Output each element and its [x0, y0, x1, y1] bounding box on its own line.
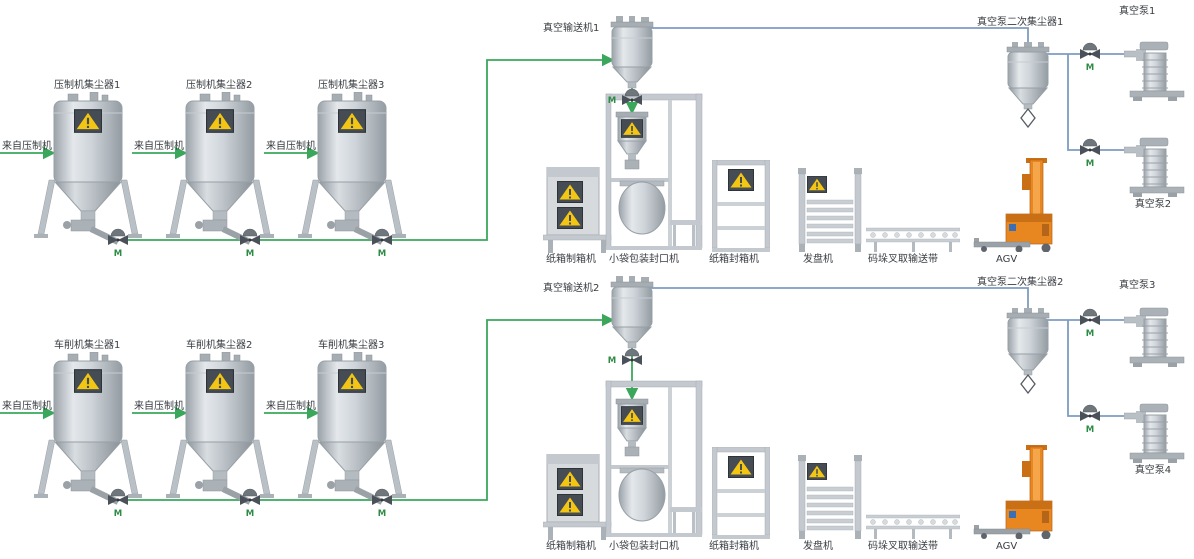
valve-motor-label: M [246, 249, 254, 259]
carton-sealer-label-top: 纸箱封箱机 [709, 252, 759, 265]
valve-motor-label: M [378, 509, 386, 519]
tray-dispenser-label-bottom: 发盘机 [803, 539, 833, 552]
vacuum-pump-1-label: 真空泵1 [1119, 4, 1155, 17]
vacuum-pipe-main-top [648, 27, 1029, 44]
bag-sealer-label-bottom: 小袋包装封口机 [609, 539, 679, 552]
agv-label-top: AGV [996, 254, 1017, 265]
source-label-1-top: 来自压制机 [2, 139, 52, 152]
secondary-collector-2-label: 真空泵二次集尘器2 [977, 275, 1063, 288]
vacuum-pump-3-label: 真空泵3 [1119, 278, 1155, 291]
valve-motor-label: M [114, 249, 122, 259]
source-label-3-bottom: 来自压制机 [266, 399, 316, 412]
vacuum-pump-4-label: 真空泵4 [1135, 463, 1171, 476]
carton-maker-label-top: 纸箱制箱机 [546, 252, 596, 265]
vacuum-pipe-pump2 [1067, 54, 1124, 151]
source-label-2-bottom: 来自压制机 [134, 399, 184, 412]
bag-sealer-label-top: 小袋包装封口机 [609, 252, 679, 265]
pallet-conveyor-label-top: 码垛叉取输送带 [868, 252, 938, 265]
pallet-conveyor-label-bottom: 码垛叉取输送带 [868, 539, 938, 552]
carton-sealer-label-bottom: 纸箱封箱机 [709, 539, 759, 552]
green-header-pipe-top [118, 53, 615, 241]
valve-motor-label: M [1086, 329, 1094, 339]
valve-motor-label: M [378, 249, 386, 259]
secondary-collector-1-label: 真空泵二次集尘器1 [977, 15, 1063, 28]
press-line-section: M M M M M M 压制机集尘器1 压制机集尘器2 压制机集尘器3 来自压制… [0, 4, 1185, 265]
source-label-2-top: 来自压制机 [134, 139, 184, 152]
green-header-pipe-bottom [118, 313, 615, 501]
agv-label-bottom: AGV [996, 541, 1017, 552]
vacuum-pipe-main-bottom [648, 287, 1029, 310]
vacuum-conveyor-2-label: 真空输送机2 [543, 281, 599, 294]
valve-motor-label: M [246, 509, 254, 519]
turning-collector-2-label: 车削机集尘器2 [186, 338, 252, 351]
source-label-1-bottom: 来自压制机 [2, 399, 52, 412]
vacuum-pipe-pump4 [1067, 320, 1124, 417]
valve-motor-label: M [608, 356, 616, 366]
valve-motor-label: M [608, 96, 616, 106]
carton-maker-label-bottom: 纸箱制箱机 [546, 539, 596, 552]
valve-motor-label: M [1086, 159, 1094, 169]
press-collector-2-label: 压制机集尘器2 [186, 78, 252, 91]
vacuum-conveyor-1-label: 真空输送机1 [543, 21, 599, 34]
valve-motor-label: M [114, 509, 122, 519]
press-collector-3-label: 压制机集尘器3 [318, 78, 384, 91]
turning-collector-3-label: 车削机集尘器3 [318, 338, 384, 351]
valve-motor-label: M [1086, 425, 1094, 435]
turning-collector-1-label: 车削机集尘器1 [54, 338, 120, 351]
press-collector-1-label: 压制机集尘器1 [54, 78, 120, 91]
valve-motor-label: M [1086, 63, 1094, 73]
vacuum-pump-2-label: 真空泵2 [1135, 197, 1171, 210]
turning-line-section: M M M M M M 车削机集尘器1 车削机集尘器2 车削机集尘器3 来自压制… [0, 275, 1185, 552]
source-label-3-top: 来自压制机 [266, 139, 316, 152]
tray-dispenser-label-top: 发盘机 [803, 252, 833, 265]
